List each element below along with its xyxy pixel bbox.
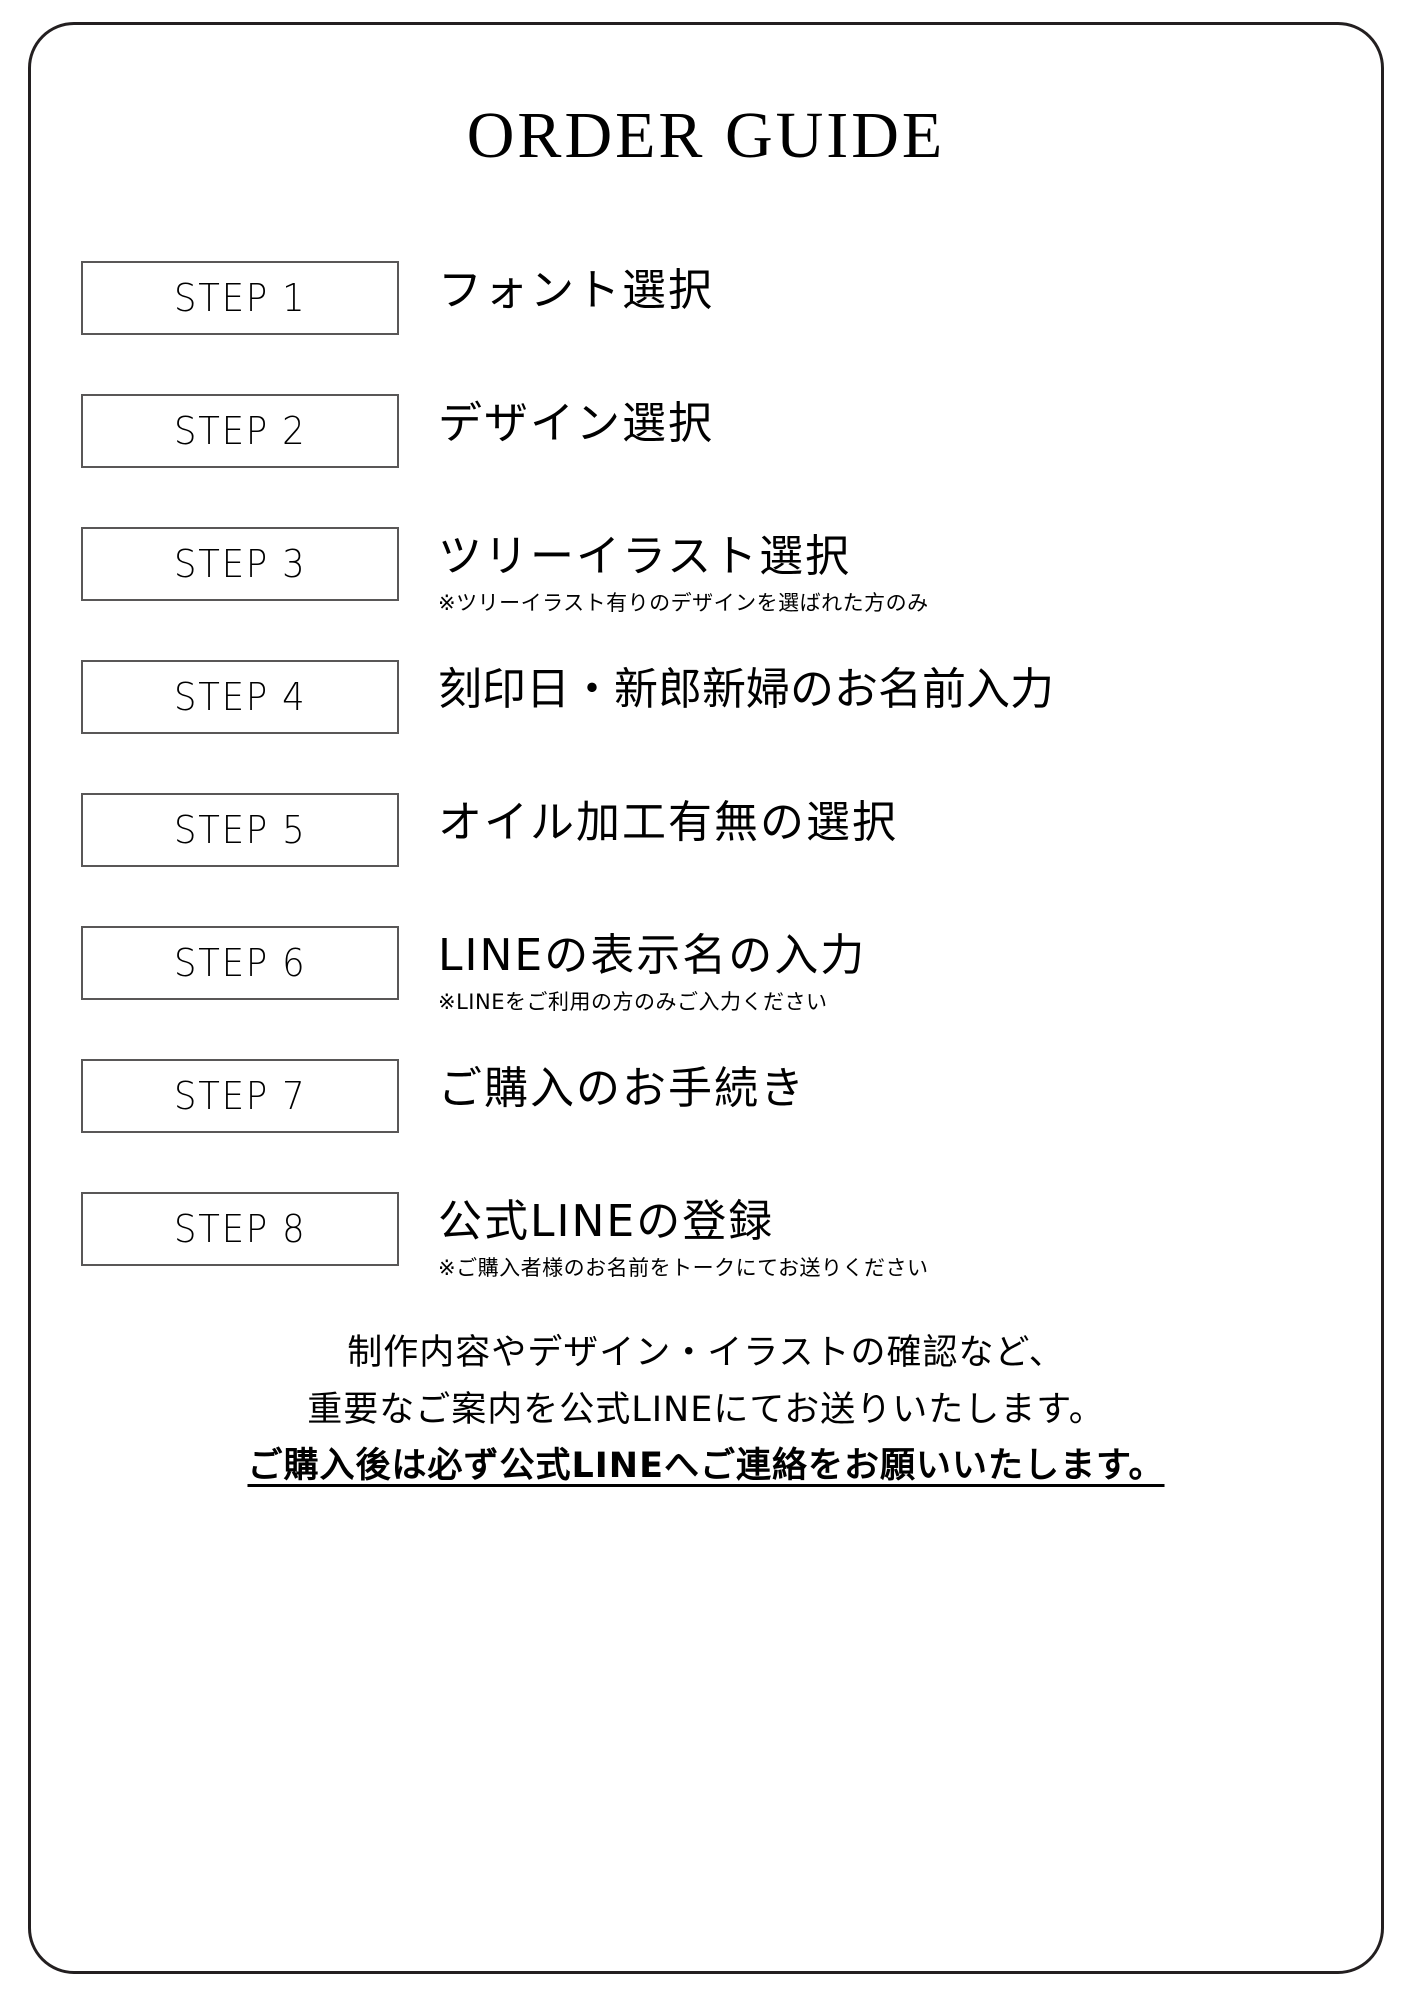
- step-description-2: デザイン選択: [438, 392, 1318, 456]
- step-description-1: フォント選択: [438, 259, 1318, 323]
- step-title: ツリーイラスト選択: [438, 531, 852, 582]
- step-title: ご購入のお手続き: [438, 1063, 806, 1114]
- step-note: ※ご購入者様のお名前をトークにてお送りください: [438, 1255, 929, 1280]
- step-badge-4: STEP 4: [81, 660, 399, 734]
- step-row: STEP 7 ご購入のお手続き: [81, 1059, 1337, 1192]
- step-title: LINEの表示名の入力: [438, 930, 867, 981]
- step-badge-3: STEP 3: [81, 527, 399, 601]
- step-row: STEP 1 フォント選択: [81, 261, 1337, 394]
- footer-line-2: 重要なご案内を公式LINEにてお送りいたします。: [307, 1389, 1105, 1430]
- step-badge-label: STEP 8: [173, 1207, 307, 1251]
- step-title: 公式LINEの登録: [438, 1196, 775, 1247]
- step-description-7: ご購入のお手続き: [438, 1057, 1318, 1121]
- step-description-8: 公式LINEの登録 ※ご購入者様のお名前をトークにてお送りください: [438, 1190, 1318, 1281]
- step-badge-6: STEP 6: [81, 926, 399, 1000]
- step-badge-label: STEP 6: [173, 941, 307, 985]
- step-row: STEP 5 オイル加工有無の選択: [81, 793, 1337, 926]
- step-row: STEP 4 刻印日・新郎新婦のお名前入力: [81, 660, 1337, 793]
- step-title: 刻印日・新郎新婦のお名前入力: [438, 664, 1054, 715]
- step-title: フォント選択: [438, 265, 714, 316]
- step-title: デザイン選択: [438, 398, 714, 449]
- step-row: STEP 6 LINEの表示名の入力 ※LINEをご利用の方のみご入力ください: [81, 926, 1337, 1059]
- step-badge-label: STEP 7: [173, 1074, 307, 1118]
- footer-line-3-emphasis: ご購入後は必ず公式LINEへご連絡をお願いいたします。: [247, 1446, 1165, 1487]
- step-row: STEP 2 デザイン選択: [81, 394, 1337, 527]
- step-title: オイル加工有無の選択: [438, 797, 898, 848]
- step-badge-label: STEP 2: [173, 409, 307, 453]
- step-row: STEP 8 公式LINEの登録 ※ご購入者様のお名前をトークにてお送りください: [81, 1192, 1337, 1325]
- step-badge-label: STEP 1: [173, 276, 307, 320]
- step-description-4: 刻印日・新郎新婦のお名前入力: [438, 658, 1318, 722]
- step-row: STEP 3 ツリーイラスト選択 ※ツリーイラスト有りのデザインを選ばれた方のみ: [81, 527, 1337, 660]
- step-badge-label: STEP 5: [173, 808, 307, 852]
- step-note: ※ツリーイラスト有りのデザインを選ばれた方のみ: [438, 590, 929, 615]
- steps-list: STEP 1 フォント選択 STEP 2 デザイン選択 STEP 3 ツリーイラ…: [81, 261, 1337, 1325]
- step-description-6: LINEの表示名の入力 ※LINEをご利用の方のみご入力ください: [438, 924, 1318, 1015]
- step-badge-7: STEP 7: [81, 1059, 399, 1133]
- step-badge-8: STEP 8: [81, 1192, 399, 1266]
- footer-line-1: 制作内容やデザイン・イラストの確認など、: [347, 1333, 1065, 1373]
- step-badge-label: STEP 4: [173, 675, 307, 719]
- order-guide-card: ORDER GUIDE STEP 1 フォント選択 STEP 2 デザイン選択 …: [28, 22, 1384, 1974]
- step-badge-2: STEP 2: [81, 394, 399, 468]
- step-description-5: オイル加工有無の選択: [438, 791, 1318, 855]
- footer-notice: 制作内容やデザイン・イラストの確認など、 重要なご案内を公式LINEにてお送りい…: [31, 1325, 1381, 1495]
- step-badge-label: STEP 3: [173, 542, 307, 586]
- page-title: ORDER GUIDE: [466, 99, 946, 172]
- step-badge-1: STEP 1: [81, 261, 399, 335]
- step-description-3: ツリーイラスト選択 ※ツリーイラスト有りのデザインを選ばれた方のみ: [438, 525, 1318, 616]
- step-note: ※LINEをご利用の方のみご入力ください: [438, 989, 828, 1014]
- step-badge-5: STEP 5: [81, 793, 399, 867]
